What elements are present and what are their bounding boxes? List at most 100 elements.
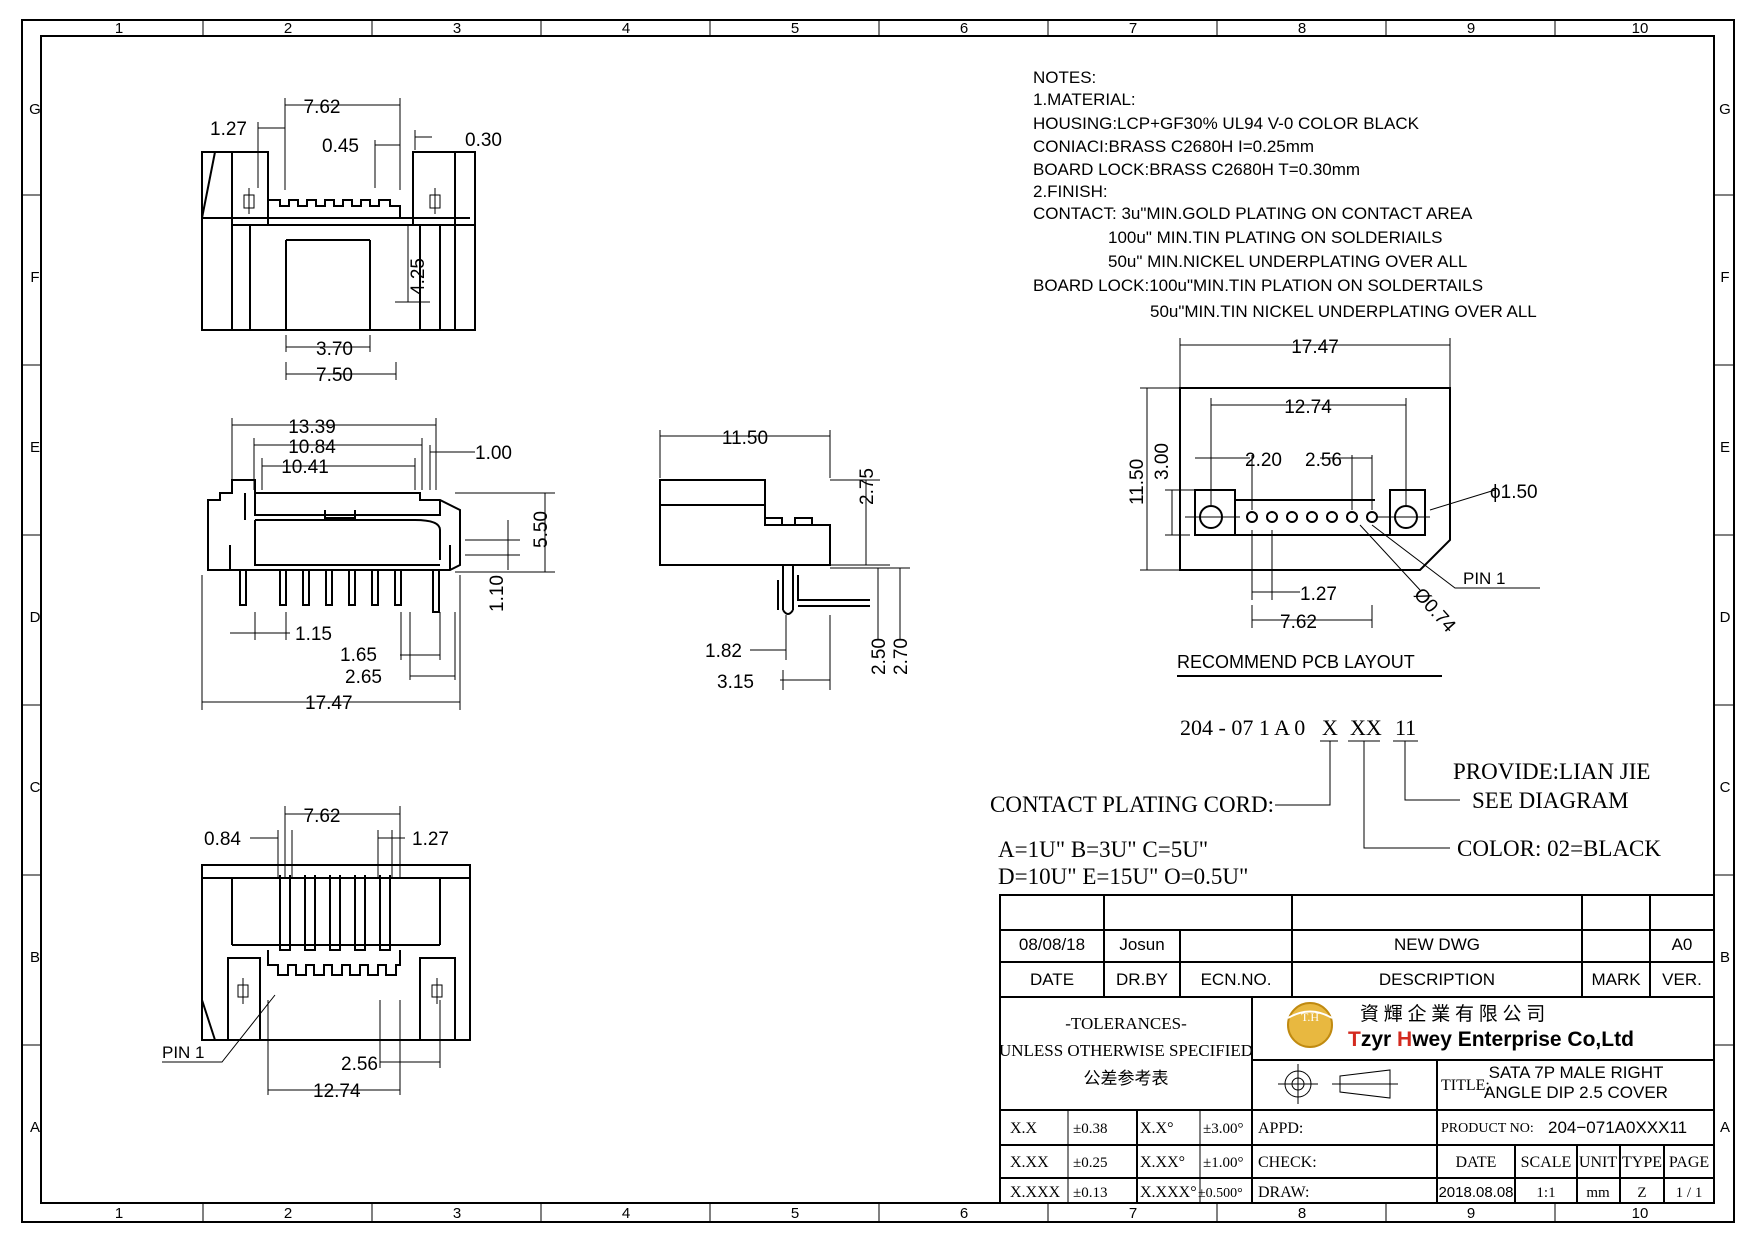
product-no-label: PRODUCT NO: (1441, 1121, 1534, 1136)
pcb-pin-7 (1366, 511, 1378, 523)
grid-row-a: A (30, 1119, 40, 1136)
grid-column-labels-bottom: 1 2 3 4 5 6 7 8 9 10 (115, 1205, 1649, 1222)
header-ecn: ECN.NO. (1201, 970, 1272, 989)
part-code-plating-a: A=1U" B=3U" C=5U" (998, 837, 1208, 862)
part-code-see: SEE DIAGRAM (1472, 788, 1629, 813)
grid-row-e: E (30, 439, 40, 456)
dim-bottom-span: 12.74 (313, 1081, 361, 1102)
header-desc: DESCRIPTION (1379, 970, 1495, 989)
tol-row1-v2: ±3.00° (1203, 1121, 1243, 1137)
grid-col-1-bottom: 1 (115, 1205, 123, 1222)
dim-front-standoff: 1.10 (487, 575, 508, 612)
dim-front-offset-b: 2.65 (345, 667, 382, 688)
grid-row-f-right: F (1720, 269, 1729, 286)
dim-front-offset-a: 1.65 (340, 645, 377, 666)
dim-pcb-row: 3.00 (1152, 443, 1173, 480)
dim-side-depth: 11.50 (722, 428, 768, 449)
product-no: 204−071A0XXX11 (1548, 1118, 1687, 1137)
tolerance-cn: 公差参考表 (1084, 1069, 1169, 1088)
grid-col-4-bottom: 4 (622, 1205, 630, 1222)
grid-row-labels-right: G F E D C B A (1719, 101, 1731, 1136)
grid-row-b: B (30, 949, 40, 966)
bottom-view (201, 864, 471, 1041)
footer-page-header: PAGE (1669, 1154, 1709, 1171)
tolerance-table: X.X ±0.38 X.X° ±3.00° APPD: X.XX ±0.25 X… (1010, 1120, 1317, 1201)
rev-ver: A0 (1672, 935, 1693, 954)
grid-col-4: 4 (622, 20, 630, 37)
grid-col-8: 8 (1298, 20, 1306, 37)
tol-row2-k2: X.XX° (1140, 1154, 1185, 1171)
notes-line-9: 50u" MIN.NICKEL UNDERPLATING OVER ALL (1108, 252, 1467, 271)
rev-date: 08/08/18 (1019, 935, 1085, 954)
tol-row1-k2: X.X° (1140, 1120, 1174, 1137)
grid-row-e-right: E (1720, 439, 1730, 456)
side-view (659, 479, 870, 615)
notes-line-11: 50u"MIN.TIN NICKEL UNDERPLATING OVER ALL (1150, 302, 1537, 321)
tol-row3-k2: X.XXX° (1140, 1184, 1197, 1201)
dim-pcb-hole-dia: ϕ1.50 (1490, 482, 1538, 503)
dim-bottom-edge-l: 0.84 (204, 829, 241, 850)
dim-front-pitch: 1.15 (295, 624, 332, 645)
company-logo: T.H (1287, 1002, 1333, 1048)
front-view (207, 479, 461, 613)
top-view-dims (257, 98, 432, 380)
pcb-dims (1140, 338, 1540, 628)
title-label: TITLE: (1441, 1077, 1490, 1094)
bottom-pin-label: PIN 1 (162, 1043, 205, 1062)
tol-row1-v1: ±0.38 (1073, 1121, 1107, 1137)
tol-row2-k1: X.XX (1010, 1154, 1049, 1171)
dim-top-edge: 1.27 (210, 119, 247, 140)
dim-pcb-depth: 11.50 (1127, 459, 1148, 505)
grid-row-f: F (30, 269, 39, 286)
grid-row-g: G (29, 101, 41, 118)
part-code-plating-b: D=10U" E=15U" O=0.5U" (998, 864, 1248, 889)
dim-front-total: 17.47 (305, 693, 353, 714)
dim-front-overall-c: 10.41 (281, 457, 329, 478)
header-date: DATE (1030, 970, 1074, 989)
tol-row1-k1: X.X (1010, 1120, 1038, 1137)
part-code: 204 - 07 1 A 0 X XX 11 CONTACT PLATING C… (990, 715, 1661, 889)
part-title-line-2: ANGLE DIP 2.5 COVER (1484, 1083, 1668, 1102)
bottom-view-dims (162, 806, 441, 1095)
tolerance-row-lines (1000, 1109, 1252, 1179)
footer-scale-header: SCALE (1521, 1154, 1572, 1171)
grid-col-3: 3 (453, 20, 461, 37)
dim-top-slot: 3.70 (316, 339, 353, 360)
dim-front-height: 5.50 (531, 511, 552, 548)
dim-pcb-pin-span: 7.62 (1280, 612, 1317, 633)
part-code-suffix: 11 (1395, 715, 1416, 740)
tolerance-title: -TOLERANCES- (1065, 1014, 1187, 1033)
grid-col-2: 2 (284, 20, 292, 37)
tolerance-col-lines (1067, 1110, 1201, 1203)
pcb-pin-label: PIN 1 (1463, 569, 1506, 588)
dim-pcb-width: 17.47 (1291, 337, 1339, 358)
drawing-unit: mm (1586, 1185, 1610, 1201)
pcb-pin-4 (1306, 511, 1318, 523)
company-name-h: H (1397, 1028, 1412, 1051)
dim-pcb-hole-off: 2.20 (1245, 450, 1282, 471)
dim-pcb-hole-span: 12.74 (1284, 397, 1332, 418)
grid-col-1: 1 (115, 20, 123, 37)
notes-line-5: BOARD LOCK:BRASS C2680H T=0.30mm (1033, 160, 1360, 179)
pcb-layout (1179, 387, 1451, 571)
grid-column-labels-top: 1 2 3 4 5 6 7 8 9 10 (115, 20, 1649, 37)
dim-side-pin-a: 1.82 (705, 641, 742, 662)
projection-symbol-icon (1278, 1064, 1398, 1104)
dim-pcb-pitch: 2.56 (1305, 450, 1342, 471)
notes-line-4: CONIACI:BRASS C2680H I=0.25mm (1033, 137, 1314, 156)
notes-line-7: CONTACT: 3u"MIN.GOLD PLATING ON CONTACT … (1033, 204, 1473, 223)
grid-row-b-right: B (1720, 949, 1730, 966)
part-code-color: XX (1350, 715, 1382, 740)
grid-col-7-bottom: 7 (1129, 1205, 1137, 1222)
grid-col-8-bottom: 8 (1298, 1205, 1306, 1222)
pcb-pin-3 (1286, 511, 1298, 523)
tol-row3-k1: X.XXX (1010, 1184, 1061, 1201)
grid-col-6-bottom: 6 (960, 1205, 968, 1222)
dim-top-gap: 0.45 (322, 136, 359, 157)
grid-row-c-right: C (1720, 779, 1731, 796)
part-code-base: 204 - 07 1 A 0 (1180, 715, 1305, 740)
footer-type-header: TYPE (1622, 1154, 1662, 1171)
outer-frame (21, 19, 1735, 1223)
company-name-cn: 資 輝 企 業 有 限 公 司 (1360, 1003, 1545, 1025)
pcb-pin-2 (1266, 511, 1278, 523)
